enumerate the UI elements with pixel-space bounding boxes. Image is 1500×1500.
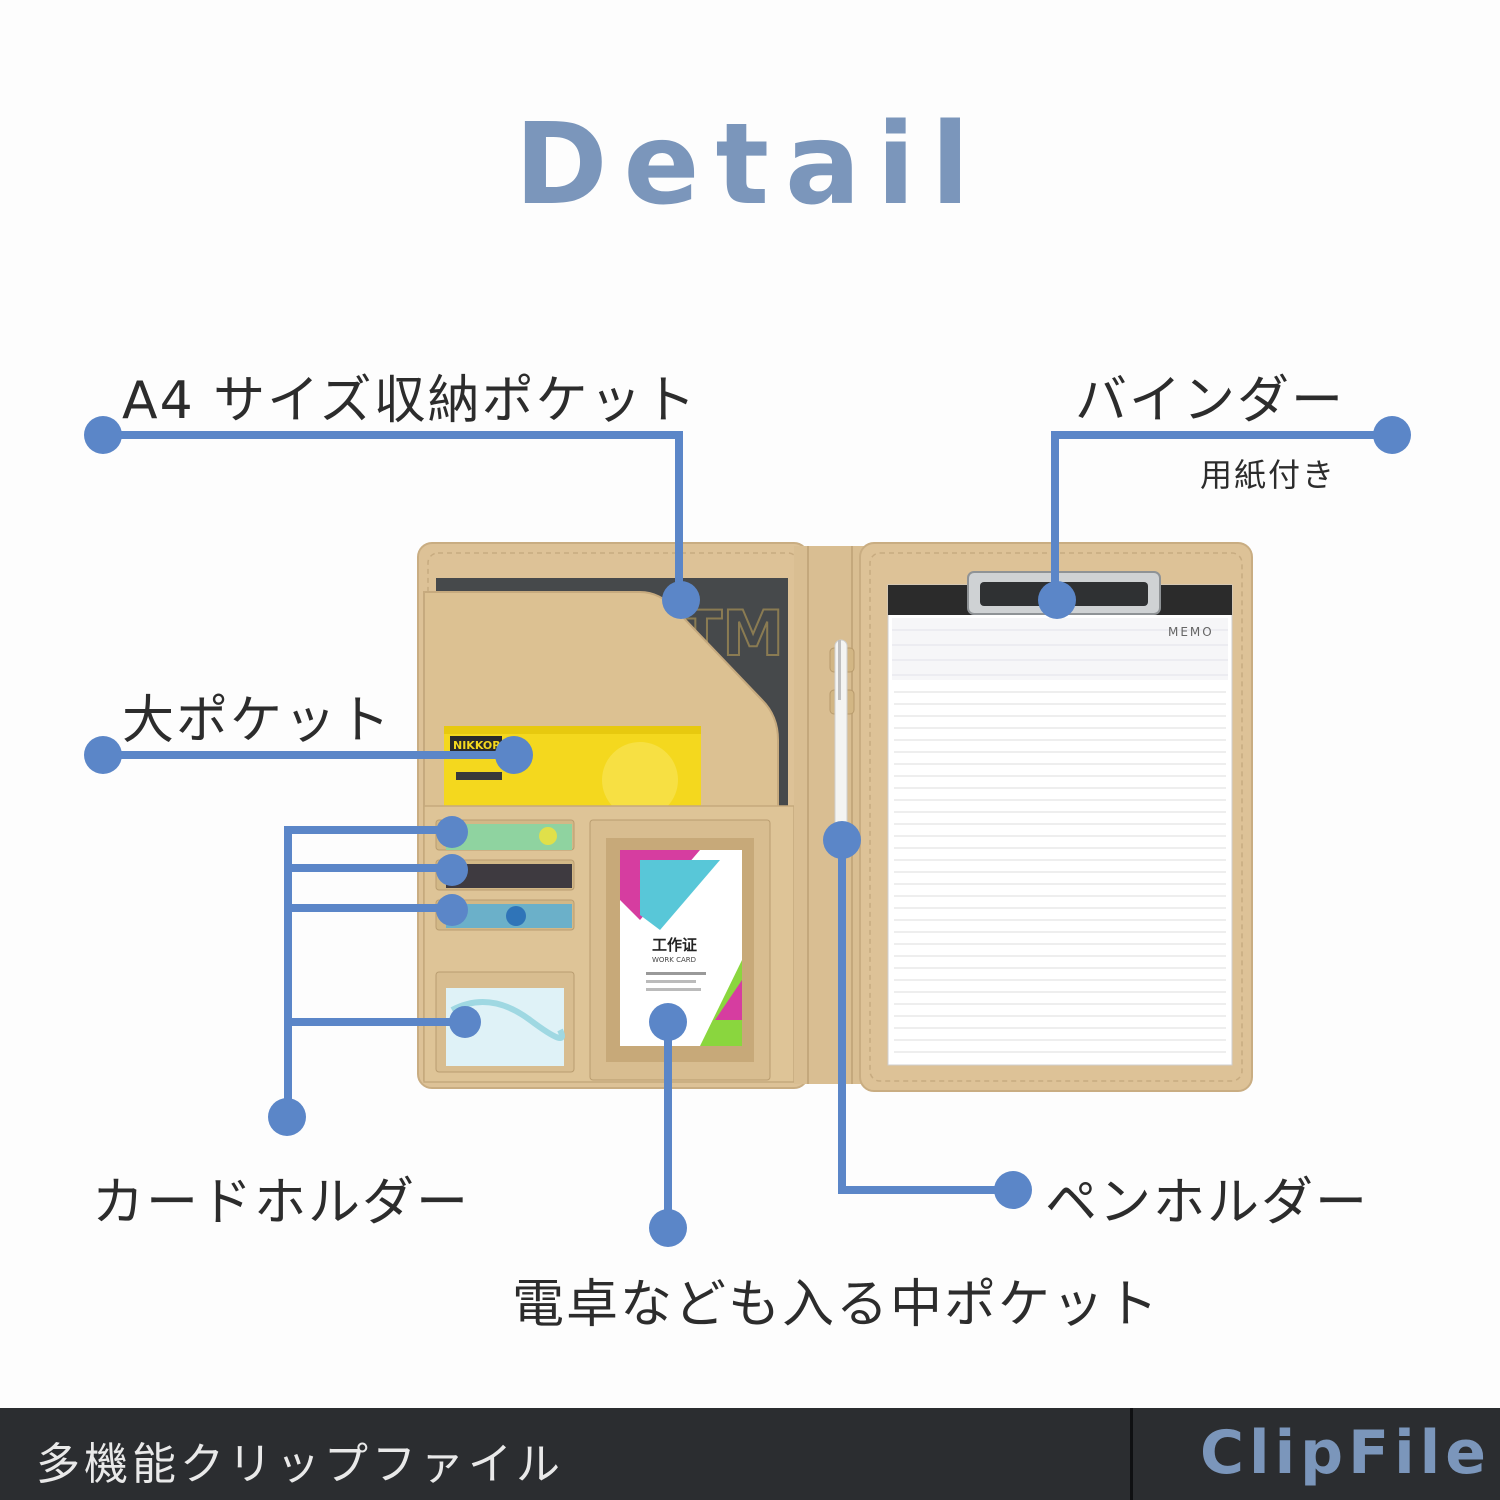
label-pen-holder: ペンホルダー (1045, 1173, 1370, 1233)
callout-dot (1038, 581, 1076, 619)
label-binder-sub: 用紙付き (1200, 456, 1337, 494)
callout-dot (84, 416, 122, 454)
footer-product-type: 多機能クリップファイル (36, 1439, 564, 1490)
callout-dot (449, 1006, 481, 1038)
callout-dot (495, 736, 533, 774)
footer-bar (0, 1408, 1500, 1500)
label-middle-pocket: 電卓なども入る中ポケット (512, 1275, 1161, 1335)
footer-divider (1130, 1408, 1133, 1500)
callout-lines (103, 431, 1392, 1228)
work-card: 工作证 WORK CARD (589, 819, 771, 1081)
folder-left-panel: TM NIKKOR (417, 542, 866, 1089)
callout-dot (268, 1098, 306, 1136)
label-binder: バインダー (1075, 371, 1346, 431)
callout-dot (649, 1003, 687, 1041)
callout-dot (649, 1209, 687, 1247)
callout-dot (436, 816, 468, 848)
svg-text:WORK CARD: WORK CARD (652, 956, 696, 964)
svg-text:NIKKOR: NIKKOR (453, 739, 501, 752)
callout-dot (436, 894, 468, 926)
callout-dot (994, 1171, 1032, 1209)
card-slots (435, 819, 575, 931)
label-large-pocket: 大ポケット (122, 691, 393, 751)
callout-dot (662, 581, 700, 619)
folder-right-panel: MEMO (859, 542, 1253, 1092)
label-a4-pocket: A4 サイズ収納ポケット (122, 371, 698, 431)
label-card-holder: カードホルダー (92, 1173, 471, 1233)
yellow-notebook: NIKKOR (444, 726, 701, 821)
svg-text:工作证: 工作证 (652, 936, 697, 954)
callout-dot (84, 736, 122, 774)
page-title: Detail (514, 100, 986, 230)
callout-dot (823, 821, 861, 859)
callout-dot (436, 854, 468, 886)
footer-product-name: ClipFile (1200, 1418, 1491, 1488)
callout-dots (84, 416, 1411, 1247)
callout-dot (1373, 416, 1411, 454)
svg-text:MEMO: MEMO (1168, 625, 1214, 639)
